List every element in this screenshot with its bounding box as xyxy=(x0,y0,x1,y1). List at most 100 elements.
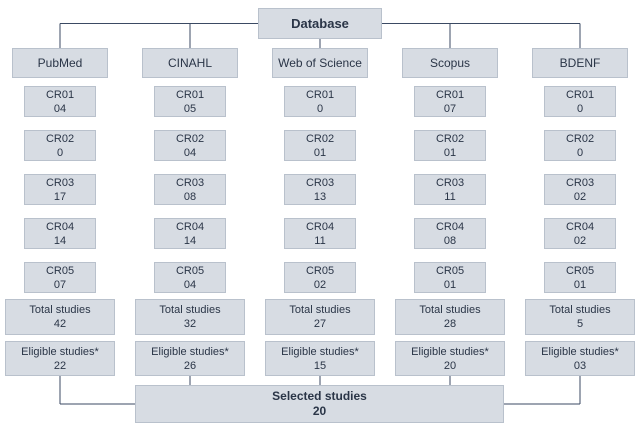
database-header-bdenf: BDENF xyxy=(532,48,628,78)
criterion-label: CR01 xyxy=(45,88,75,101)
criterion-label: CR04 xyxy=(435,220,465,233)
total-studies-value: 32 xyxy=(183,318,197,330)
selected-studies-label: Selected studies xyxy=(272,389,367,403)
criterion-value: 02 xyxy=(573,234,587,247)
criterion-label: CR03 xyxy=(435,176,465,189)
criterion-label: CR05 xyxy=(175,264,205,277)
database-header-scopus: Scopus xyxy=(402,48,498,78)
total-studies-box-scopus: Total studies 28 xyxy=(395,299,505,335)
criterion-value: 07 xyxy=(443,102,457,115)
eligible-studies-label: Eligible studies* xyxy=(281,345,359,358)
criterion-label: CR05 xyxy=(305,264,335,277)
criterion-label: CR02 xyxy=(565,132,595,145)
criterion-value: 07 xyxy=(53,278,67,291)
eligible-studies-box-pubmed: Eligible studies*22 xyxy=(5,341,115,376)
criterion-label: CR02 xyxy=(45,132,75,145)
criterion-value: 01 xyxy=(313,146,327,159)
criterion-value: 17 xyxy=(53,190,67,203)
criterion-label: CR02 xyxy=(175,132,205,145)
total-studies-box-cinahl: Total studies 32 xyxy=(135,299,245,335)
total-studies-label: Total studies xyxy=(289,304,351,316)
total-studies-label: Total studies xyxy=(159,304,221,316)
criterion-label: CR05 xyxy=(435,264,465,277)
criterion-label: CR04 xyxy=(305,220,335,233)
eligible-studies-box-cinahl: Eligible studies*26 xyxy=(135,341,245,376)
criterion-label: CR01 xyxy=(305,88,335,101)
database-title-box: Database xyxy=(258,8,382,39)
criterion-label: CR01 xyxy=(565,88,595,101)
criterion-value: 14 xyxy=(53,234,67,247)
eligible-studies-box-web-of-science: Eligible studies*15 xyxy=(265,341,375,376)
criterion-value: 11 xyxy=(314,234,326,247)
database-name: PubMed xyxy=(37,56,83,70)
criterion-label: CR04 xyxy=(565,220,595,233)
database-name: CINAHL xyxy=(167,56,212,70)
total-studies-label: Total studies xyxy=(29,304,91,316)
total-studies-label: Total studies xyxy=(419,304,481,316)
criterion-label: CR02 xyxy=(435,132,465,145)
total-studies-value: 5 xyxy=(576,318,584,330)
eligible-studies-value: 20 xyxy=(443,359,457,372)
criterion-value: 01 xyxy=(443,146,457,159)
criterion-label: CR04 xyxy=(175,220,205,233)
selected-studies-value: 20 xyxy=(312,404,327,418)
eligible-studies-label: Eligible studies* xyxy=(411,345,489,358)
criterion-value: 04 xyxy=(53,102,67,115)
criterion-label: CR01 xyxy=(435,88,465,101)
criterion-label: CR03 xyxy=(565,176,595,189)
criterion-label: CR01 xyxy=(175,88,205,101)
criterion-value: 08 xyxy=(443,234,457,247)
database-name: Web of Science xyxy=(278,56,362,70)
criterion-value: 0 xyxy=(576,102,584,115)
criterion-value: 02 xyxy=(573,190,587,203)
criterion-value: 11 xyxy=(444,190,456,203)
database-name: BDENF xyxy=(559,56,601,70)
criterion-value: 01 xyxy=(573,278,587,291)
eligible-studies-value: 15 xyxy=(313,359,327,372)
criterion-label: CR03 xyxy=(175,176,205,189)
criterion-value: 02 xyxy=(313,278,327,291)
database-name: Scopus xyxy=(429,56,471,70)
criterion-value: 0 xyxy=(56,146,64,159)
eligible-studies-label: Eligible studies* xyxy=(21,345,99,358)
criterion-value: 14 xyxy=(183,234,197,247)
eligible-studies-value: 26 xyxy=(183,359,197,372)
eligible-studies-label: Eligible studies* xyxy=(541,345,619,358)
criterion-value: 01 xyxy=(443,278,457,291)
eligible-studies-box-scopus: Eligible studies*20 xyxy=(395,341,505,376)
criterion-label: CR02 xyxy=(305,132,335,145)
criterion-value: 13 xyxy=(313,190,327,203)
total-studies-value: 28 xyxy=(443,318,457,330)
criterion-label: CR04 xyxy=(45,220,75,233)
criterion-value: 04 xyxy=(183,146,197,159)
eligible-studies-box-bdenf: Eligible studies*03 xyxy=(525,341,635,376)
total-studies-box-bdenf: Total studies 5 xyxy=(525,299,635,335)
criterion-value: 08 xyxy=(183,190,197,203)
criterion-value: 0 xyxy=(576,146,584,159)
eligible-studies-value: 22 xyxy=(53,359,67,372)
total-studies-label: Total studies xyxy=(549,304,611,316)
database-title: Database xyxy=(291,15,349,31)
criterion-label: CR03 xyxy=(45,176,75,189)
